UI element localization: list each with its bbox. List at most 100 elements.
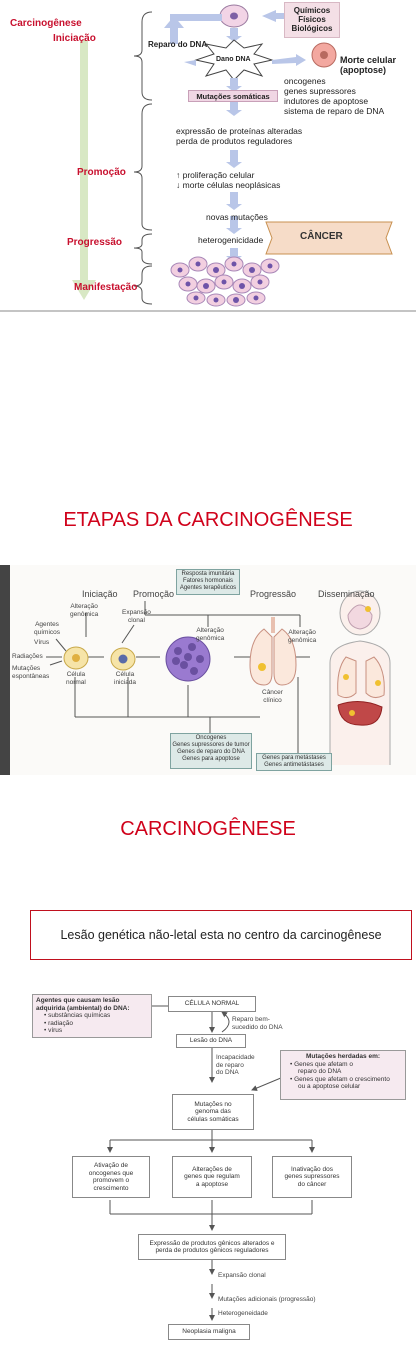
- agent-biologicos: Biológicos: [291, 24, 333, 33]
- alteracao3-line-2: genômica: [288, 636, 317, 644]
- mutacoes-genoma-line-3: células somáticas: [187, 1115, 239, 1123]
- mutacoes-adicionais-step: Mutações adicionais (progressão): [218, 1296, 316, 1303]
- diagram-stages-illustration: Iniciação Promoção Progressão Disseminaç…: [0, 565, 416, 775]
- alteracoes-line-2: genes que regulam: [184, 1173, 240, 1181]
- gene-oncogenes-item: Oncogenes: [195, 735, 227, 741]
- stage-disseminacao-label: Disseminação: [318, 589, 375, 599]
- expressao-produtos-line-1: Expressão de produtos gênicos alterados …: [149, 1239, 275, 1247]
- heterogenicidade-text: heterogenicidade: [198, 235, 264, 245]
- gene-reparo-item: Genes de reparo do DNA: [177, 749, 245, 755]
- gene-supressores: genes supressores: [284, 86, 356, 96]
- agentes-lesao-item-1: • substâncias químicas: [44, 1012, 111, 1019]
- tumor-cell-cluster: [170, 256, 280, 307]
- alteracoes-line-3: a apoptose: [195, 1180, 229, 1188]
- cancer-clinico-label: Câncer clínico: [262, 689, 283, 704]
- expressao-produtos-box: Expressão de produtos gênicos alterados …: [138, 1234, 286, 1260]
- heading-carcinogenese: CARCINOGÊNESE: [120, 818, 296, 840]
- expansao-line-2: clonal: [127, 616, 145, 624]
- inativacao-line-3: do câncer: [297, 1180, 327, 1188]
- morte-celular-label: Morte celular (apoptose): [340, 55, 396, 75]
- incapacidade-line-1: Incapacidade: [216, 1054, 255, 1061]
- stage-progressao: Progressão: [67, 237, 123, 248]
- metastasis-genes-box: Genes para metástases Genes antimetástas…: [256, 753, 332, 771]
- lungs-drawing: [249, 617, 297, 686]
- tumor-mass-drawing: [165, 636, 211, 682]
- virus-label: Vírus: [34, 639, 50, 646]
- stage-iniciacao-label: Iniciação: [82, 589, 118, 599]
- ativacao-line-4: crescimento: [93, 1184, 129, 1192]
- brace-progressao: [133, 233, 153, 265]
- agentes-line-2: químicos: [34, 628, 61, 636]
- dano-dna-label: Dano DNA: [216, 56, 251, 63]
- gene-metastases-item: Genes para metástases: [262, 755, 326, 761]
- diagram2-graphics: [0, 565, 391, 775]
- stage-promocao-label: Promoção: [133, 589, 175, 599]
- neoplasia-maligna-box: Neoplasia maligna: [168, 1324, 250, 1340]
- reparo-dna-label: Reparo do DNA: [148, 40, 208, 49]
- ativacao-line-3: promovem o: [92, 1177, 130, 1184]
- mutacoes-genoma-box: Mutações no genoma das células somáticas: [172, 1094, 254, 1130]
- gene-apoptose-item: Genes para apoptose: [182, 756, 240, 762]
- stage-promocao: Promoção: [77, 167, 126, 178]
- genes-list: oncogenes genes supressores indutores de…: [284, 76, 384, 116]
- agentes-lesao-item-3: • vírus: [44, 1027, 63, 1034]
- factor-therapeutic: Agentes terapêuticos: [179, 585, 237, 591]
- metastasis-body-drawing: [329, 590, 391, 765]
- incapacidade-line-2: de reparo: [216, 1061, 244, 1069]
- brace-manifestacao: [133, 265, 153, 305]
- heterogeneidade-step: Heterogeneidade: [218, 1310, 268, 1317]
- gene-antimetastases-item: Genes antimetástases: [264, 762, 324, 768]
- expansao-clonal-label: Expansão clonal: [122, 609, 151, 624]
- cancer-banner: [265, 221, 393, 255]
- expansao-clonal-step: Expansão clonal: [218, 1272, 266, 1279]
- ativacao-line-1: Ativação de: [94, 1162, 128, 1169]
- celula-normal-box: CÉLULA NORMAL: [168, 996, 256, 1012]
- inativacao-line-1: Inativação dos: [291, 1165, 333, 1173]
- stage-iniciacao: Iniciação: [53, 33, 96, 44]
- proliferacao-line-2: ↓ morte células neoplásicas: [176, 180, 281, 190]
- alteracao1-line-1: Alteração: [70, 603, 98, 610]
- alteracao1-line-2: genômica: [70, 610, 99, 618]
- gene-reparo: sistema de reparo de DNA: [284, 106, 385, 116]
- cancer-label: CÂNCER: [300, 231, 343, 242]
- agentes-lesao-title: Agentes que causam lesão adquirida (ambi…: [36, 997, 130, 1012]
- radiacoes-label: Radiações: [12, 653, 43, 660]
- mutacoes-line-1: Mutações: [12, 665, 41, 672]
- herdadas-item-4: ou a apoptose celular: [298, 1083, 361, 1090]
- brace-promocao: [133, 103, 153, 231]
- celula-iniciada-line-1: Célula: [115, 671, 135, 678]
- agentes-quimicos-label: Agentes químicos: [34, 621, 60, 636]
- cancer-clinico-line-1: Câncer: [262, 689, 283, 696]
- cancer-clinico-line-2: clínico: [263, 696, 282, 704]
- reparo-line-1: Reparo bem-: [232, 1016, 270, 1023]
- lesao-dna-box: Lesão do DNA: [176, 1034, 246, 1048]
- agent-arrow: [262, 10, 276, 22]
- alteracao2-line-1: Alteração: [196, 627, 224, 634]
- agentes-lesao-item-2: • radiação: [44, 1019, 74, 1027]
- mutacoes-espontaneas-label: Mutações espontâneas: [12, 665, 49, 680]
- novas-mutacoes-text: novas mutações: [206, 212, 268, 222]
- alteracao-genomica-1: Alteração genômica: [70, 603, 98, 618]
- reparo-sucedido-label: Reparo bem- sucedido do DNA: [232, 1016, 283, 1031]
- stage-manifestacao: Manifestação: [74, 282, 138, 293]
- diagram3-graphics: [107, 1005, 315, 1321]
- morte-line-1: Morte celular: [340, 55, 397, 65]
- diagram-genetic-flow: Agentes que causam lesão adquirida (ambi…: [0, 990, 416, 1371]
- statement-box: Lesão genética não-letal esta no centro …: [30, 910, 412, 960]
- stage-carcinogenese: Carcinogênese: [10, 18, 82, 29]
- expressao-line-2: perda de produtos reguladores: [176, 136, 293, 146]
- alteracoes-apoptose-box: Alterações de genes que regulam a apopto…: [172, 1156, 252, 1198]
- agent-quimicos: Químicos: [293, 6, 331, 15]
- alteracao-genomica-2: Alteração genômica: [196, 627, 224, 642]
- celula-iniciada-label: Célula iniciada: [114, 671, 136, 686]
- stage-progressao-label: Progressão: [250, 589, 297, 599]
- mutacoes-somaticas-box: Mutações somáticas: [188, 90, 278, 102]
- external-factors-box: Resposta imunitária Fatores hormonais Ag…: [176, 569, 240, 595]
- gene-oncogenes: oncogenes: [284, 76, 326, 86]
- herdadas-item-3: • Genes que afetam o crescimento: [290, 1075, 390, 1083]
- celula-normal-label: Célula normal: [66, 671, 86, 686]
- factor-hormonal: Fatores hormonais: [182, 578, 234, 584]
- reparo-line-2: sucedido do DNA: [232, 1023, 283, 1031]
- mutacoes-line-2: espontâneas: [12, 672, 50, 680]
- mutacoes-genoma-line-1: Mutações no: [194, 1100, 232, 1108]
